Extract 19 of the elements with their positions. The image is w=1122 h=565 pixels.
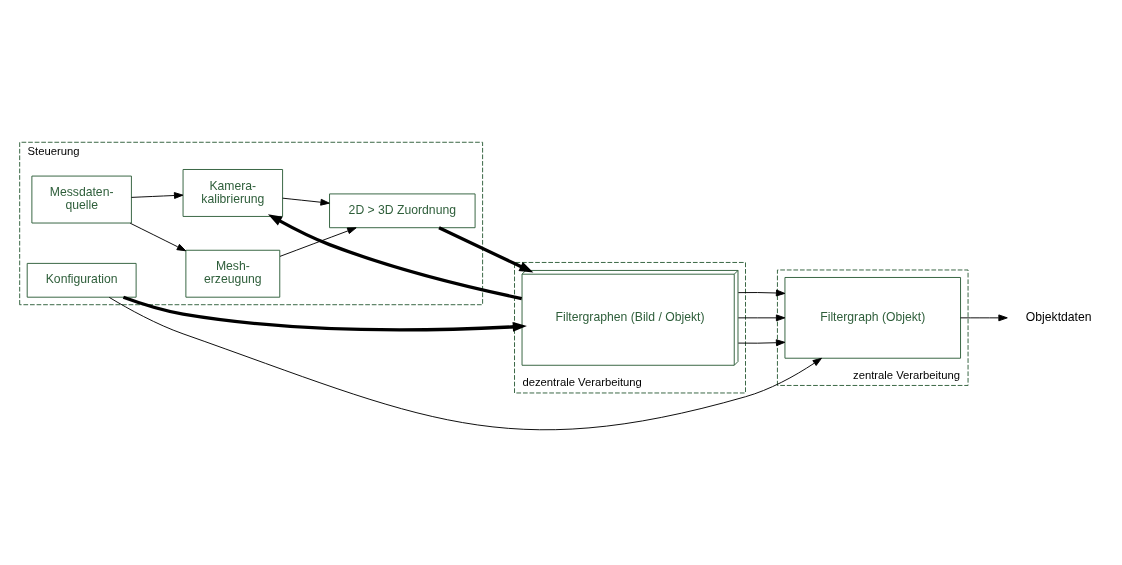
node-box: Mesh- erzeugung xyxy=(185,249,281,298)
arrow xyxy=(960,314,1008,322)
node-text: Objektdaten xyxy=(1025,310,1092,325)
arrow xyxy=(737,339,786,347)
arrow xyxy=(122,295,527,332)
node-box: Messdaten- quelle xyxy=(31,175,132,224)
arrow xyxy=(131,192,184,199)
node-box: Filtergraph (Objekt) xyxy=(784,277,961,359)
node-box: Konfiguration xyxy=(26,262,137,298)
arrow xyxy=(267,214,523,301)
node-box: Kamera- kalibrierung xyxy=(182,169,284,217)
arrow xyxy=(279,227,357,257)
arrow xyxy=(282,197,330,206)
node-box: 2D > 3D Zuordnung xyxy=(329,193,476,229)
arrow xyxy=(108,296,822,431)
arrow xyxy=(737,314,786,322)
arrow xyxy=(129,222,187,252)
arrow xyxy=(737,289,786,297)
arrow xyxy=(438,226,534,273)
